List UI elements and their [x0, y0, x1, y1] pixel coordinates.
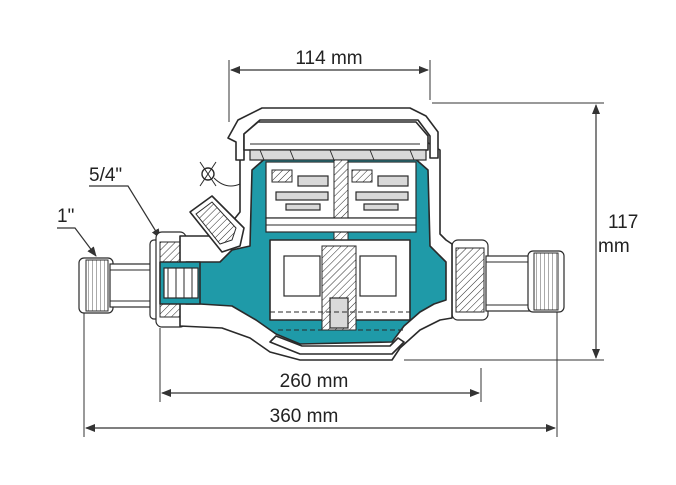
register-lid: [227, 107, 439, 161]
leader-outer-thread: [57, 227, 97, 257]
label-outer-thread: 1": [57, 206, 74, 227]
label-top-width: 114 mm: [295, 48, 362, 69]
dimension-top-width: 114 mm: [228, 48, 431, 122]
measuring-chamber: [269, 239, 411, 331]
register-mechanism: [265, 159, 417, 261]
dimension-overall-length: 360 mm: [83, 306, 558, 437]
label-inner-thread: 5/4": [89, 165, 122, 186]
leader-inner-thread: [89, 185, 161, 239]
label-inner-length: 260 mm: [280, 371, 349, 392]
dimension-height: 117 mm: [404, 102, 638, 361]
callout-outer-thread: 1": [57, 206, 97, 257]
callout-inner-thread: 5/4": [89, 165, 161, 239]
dimension-inner-length: 260 mm: [159, 328, 482, 402]
meter-body: [78, 107, 565, 361]
seal-wire: [199, 161, 241, 187]
label-overall-length: 360 mm: [270, 406, 339, 427]
housing-base: [269, 335, 405, 355]
label-height-value: 117: [608, 212, 638, 233]
label-height-unit: mm: [598, 236, 630, 257]
angled-port: [189, 195, 245, 253]
right-coupling-nut: [451, 239, 565, 321]
